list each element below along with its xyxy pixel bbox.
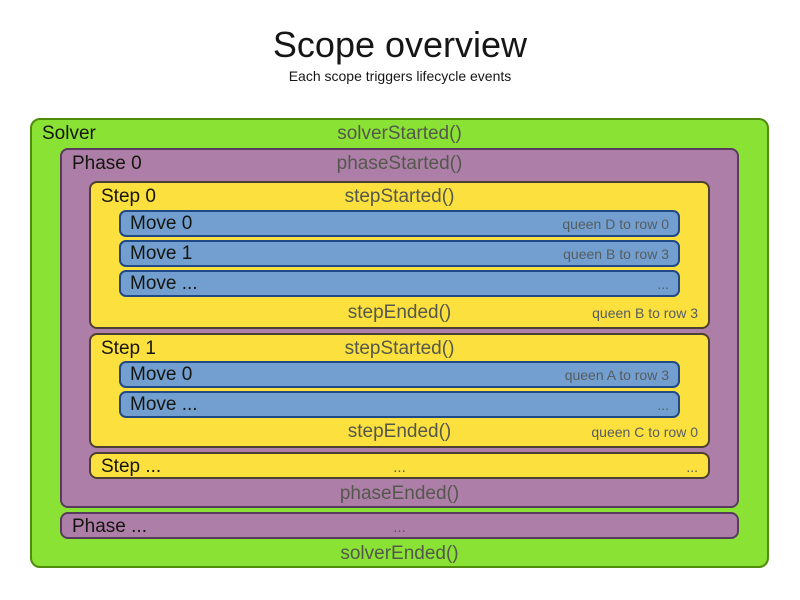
move-row: Move 0 queen D to row 0: [119, 210, 680, 237]
step-ended-event: stepEnded(): [347, 421, 452, 442]
solver-scope-box: Solver solverStarted() Phase 0 phaseStar…: [30, 118, 769, 568]
move-label: Move ...: [130, 272, 198, 294]
step-ended-event: stepEnded(): [347, 302, 452, 323]
phase-0-label: Phase 0: [72, 153, 142, 174]
step-ended-note: queen B to row 3: [592, 305, 698, 321]
step-0-label: Step 0: [101, 186, 156, 207]
page-subtitle: Each scope triggers lifecycle events: [288, 68, 512, 84]
move-label: Move ...: [130, 393, 198, 415]
phase-ended-event: phaseEnded(): [339, 483, 460, 504]
step-more-label: Step ...: [101, 456, 162, 477]
move-row: Move 0 queen A to row 3: [119, 361, 680, 388]
step-started-event: stepStarted(): [344, 338, 455, 359]
move-row: Move ... ...: [119, 391, 680, 418]
step-started-event: stepStarted(): [344, 186, 455, 207]
phase-more-center-ellipsis: ...: [393, 519, 406, 536]
move-label: Move 1: [130, 242, 193, 264]
move-row: Move 1 queen B to row 3: [119, 240, 680, 267]
step-1-scope-box: Step 1 stepStarted() Move 0 queen A to r…: [89, 333, 710, 448]
solver-started-event: solverStarted(): [337, 123, 462, 144]
move-note: ...: [657, 396, 669, 413]
step-more-right-ellipsis: ...: [686, 459, 698, 475]
phase-more-label: Phase ...: [72, 516, 147, 537]
move-label: Move 0: [130, 212, 193, 234]
move-note: queen B to row 3: [563, 245, 669, 262]
phase-more-scope-box: Phase ... ...: [60, 512, 739, 539]
step-more-center-ellipsis: ...: [393, 459, 406, 476]
move-note: queen A to row 3: [564, 366, 669, 383]
page-title: Scope overview: [272, 24, 528, 65]
phase-started-event: phaseStarted(): [336, 153, 463, 174]
step-0-scope-box: Step 0 stepStarted() Move 0 queen D to r…: [89, 181, 710, 329]
phase-0-scope-box: Phase 0 phaseStarted() Step 0 stepStarte…: [60, 148, 739, 508]
step-ended-note: queen C to row 0: [591, 424, 698, 440]
step-more-scope-box: Step ... ... ...: [89, 452, 710, 479]
solver-ended-event: solverEnded(): [340, 543, 459, 564]
move-note: queen D to row 0: [562, 215, 669, 232]
solver-label: Solver: [42, 123, 96, 144]
move-label: Move 0: [130, 363, 193, 385]
step-1-label: Step 1: [101, 338, 156, 359]
move-row: Move ... ...: [119, 270, 680, 297]
move-note: ...: [657, 275, 669, 292]
